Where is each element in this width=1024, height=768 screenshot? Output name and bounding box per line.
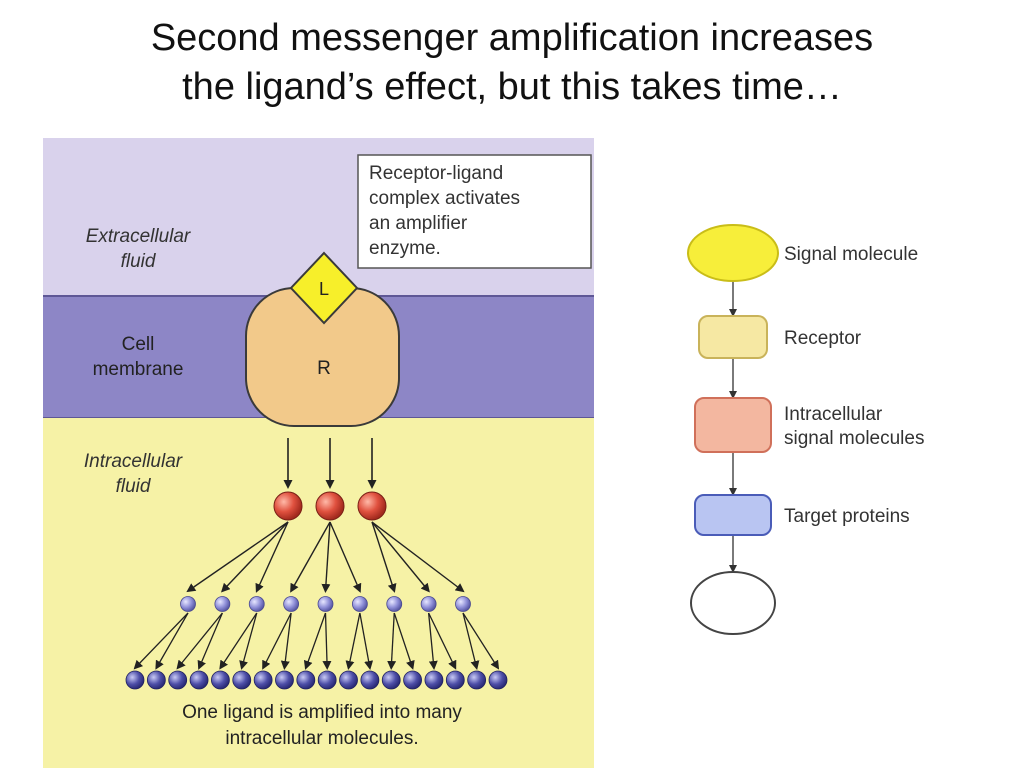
membrane-label: Cell [122, 334, 155, 355]
level2-molecule [248, 596, 265, 612]
arrow-l2-to-l3 [303, 612, 327, 670]
cascade-label: Intracellular [784, 404, 883, 425]
level2-molecule [455, 596, 471, 612]
cascade-label: Target proteins [784, 506, 910, 527]
level3-molecule [232, 670, 252, 690]
level2-molecule [214, 596, 231, 612]
cascade-node [690, 571, 776, 635]
arrow-l2-to-l3 [197, 612, 223, 670]
caption-line-2: intracellular molecules. [225, 728, 418, 749]
title-line-2: the ligand’s effect, but this takes time… [182, 66, 842, 108]
arrow-l1-to-l2 [371, 521, 465, 593]
level1-molecule [357, 491, 387, 521]
level2-molecule [180, 596, 196, 612]
ligand-shape [289, 251, 359, 325]
arrow-l1-to-l2 [255, 521, 289, 593]
arrow-l2-to-l3 [387, 612, 397, 670]
arrow-l2-to-l3 [219, 612, 258, 670]
level1-molecule [315, 491, 345, 521]
arrow-l2-to-l3 [176, 612, 223, 670]
arrow-l2-to-l3 [427, 612, 438, 670]
amplification-arrows [133, 438, 500, 670]
level2-molecule [420, 596, 437, 612]
level3-molecule [360, 670, 380, 690]
caption-line-1: One ligand is amplified into many [182, 702, 462, 723]
level3-molecule [168, 670, 188, 690]
arrow-l2-to-l3 [462, 612, 500, 670]
level3-molecule [189, 670, 209, 690]
level3-molecule [253, 670, 273, 690]
extracellular-label: Extracellular [86, 226, 191, 247]
arrow-l2-to-l3 [462, 612, 480, 670]
callout-line-2: complex activates [369, 188, 520, 209]
level3-molecule [467, 670, 487, 690]
arrow-l2-to-l3 [428, 612, 457, 670]
cascade-label: Receptor [784, 328, 862, 349]
receptor-label: R [317, 358, 331, 379]
ligand-label: L [319, 279, 329, 299]
level3-molecule [488, 670, 508, 690]
arrow-l1-to-l2 [371, 521, 397, 593]
level3-molecule [339, 670, 358, 690]
level3-molecule [275, 670, 294, 690]
level2-molecule [317, 596, 334, 612]
cascade-label: signal molecules [784, 428, 924, 449]
level1-molecule [273, 491, 303, 521]
level3-molecule [403, 670, 422, 690]
intracellular-label: Intracellular [84, 451, 183, 472]
arrow-l2-to-l3 [322, 612, 332, 670]
title-line-1: Second messenger amplification increases [150, 17, 874, 59]
arrow-l2-to-l3 [262, 612, 292, 670]
level3-molecule [125, 670, 145, 690]
callout-line-3: an amplifier [369, 213, 468, 234]
callout-box [357, 154, 592, 269]
amplification-diagram: Extracellular fluid Cell membrane Intrac… [43, 138, 594, 768]
level2-molecule [283, 596, 300, 612]
cascade-label: Signal molecule [784, 244, 918, 265]
cascade-node [694, 397, 772, 453]
arrow-l1-to-l2 [220, 521, 289, 593]
callout-line-4: enzyme. [369, 238, 441, 259]
arrow-l2-to-l3 [133, 612, 189, 670]
callout-line-1: Receptor-ligand [369, 163, 503, 184]
extracellular-label-2: fluid [121, 251, 157, 272]
arrow-l2-to-l3 [239, 612, 258, 670]
level3-molecule [211, 670, 230, 690]
arrow-l2-to-l3 [280, 612, 292, 670]
level2-molecule [386, 596, 403, 612]
arrow-l1-to-l2 [371, 521, 430, 593]
level3-molecule [424, 670, 444, 690]
arrow-l1-to-l2 [290, 521, 331, 593]
cascade-node [698, 315, 768, 359]
slide-title: Second messenger amplification increases… [0, 14, 1024, 112]
arrow-l1-to-l2 [186, 521, 289, 593]
arrow-l2-to-l3 [393, 612, 415, 670]
arrow-l2-to-l3 [345, 612, 361, 670]
membrane-label-2: membrane [93, 359, 184, 380]
intracellular-label-2: fluid [116, 476, 152, 497]
arrow-l2-to-l3 [359, 612, 374, 670]
level3-molecule [445, 670, 465, 690]
level3-molecule [381, 670, 401, 690]
amplified-molecules [125, 491, 508, 690]
arrow-l2-to-l3 [155, 612, 189, 670]
level3-molecule [146, 670, 166, 690]
level2-molecule [351, 596, 368, 612]
cascade-node [694, 494, 772, 536]
level3-molecule [296, 670, 316, 690]
intracellular-region [43, 418, 594, 768]
level3-molecule [317, 670, 337, 690]
arrow-l1-to-l2 [329, 521, 362, 593]
cascade-node [687, 224, 779, 282]
arrow-l1-to-l2 [321, 521, 331, 593]
